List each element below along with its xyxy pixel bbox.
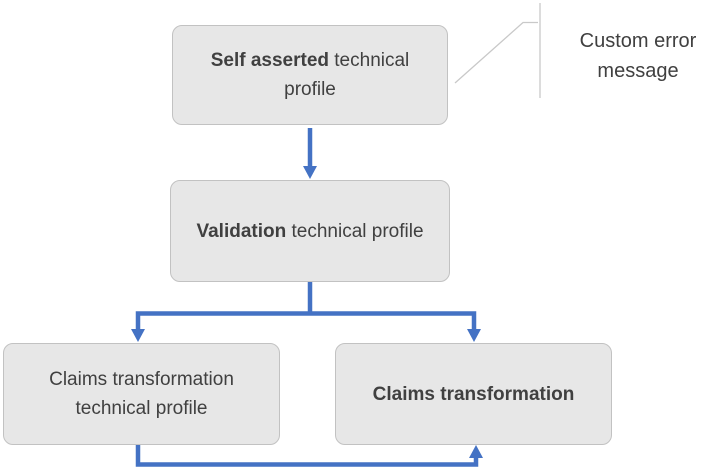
node-self-asserted-technical-profile: Self asserted technical profile xyxy=(172,25,448,125)
arrow-self-to-validation-head xyxy=(303,166,317,179)
node-label-bold: Validation xyxy=(196,220,287,242)
arrow-branch-right-head xyxy=(467,329,481,342)
node-label: Claims transformation xyxy=(373,380,575,409)
node-label: Claims transformation technical profile xyxy=(49,369,234,419)
node-label-bold: Self asserted xyxy=(210,50,329,71)
arrow-branch-left-head xyxy=(131,329,145,342)
arrow-bottom-connector-line xyxy=(135,445,479,467)
node-label-rest: technical profile xyxy=(286,220,424,242)
node-label: Self asserted technical profile xyxy=(191,46,429,104)
arrow-branch-rail xyxy=(135,311,477,330)
node-claims-transformation-technical-profile: Claims transformation technical profile xyxy=(3,343,280,445)
node-validation-technical-profile: Validation technical profile xyxy=(170,180,450,282)
node-label-rest: technical profile xyxy=(284,50,410,100)
callout-diagonal-line xyxy=(454,21,538,84)
node-label: Validation technical profile xyxy=(196,217,423,246)
arrow-bottom-connector-head xyxy=(469,445,483,458)
node-claims-transformation: Claims transformation xyxy=(335,343,612,445)
node-label-bold: Claims transformation xyxy=(372,383,575,405)
callout-custom-error-message: Custom error message xyxy=(579,30,697,82)
